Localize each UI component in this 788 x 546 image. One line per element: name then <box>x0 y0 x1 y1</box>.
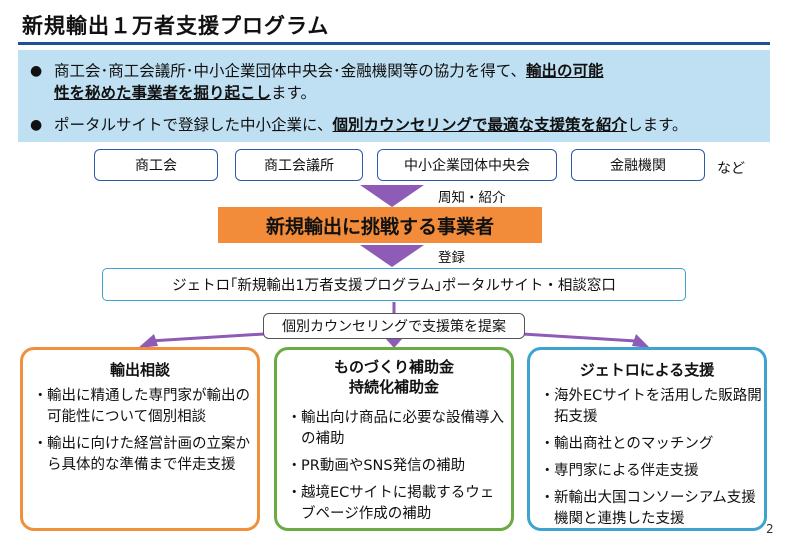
panel-subsidies: ものづくり補助金 持続化補助金 ・輸出向け商品に必要な設備導入の補助 ・PR動画… <box>274 347 514 531</box>
panel-subtitle: 持続化補助金 <box>348 378 439 396</box>
list-bullet-icon: ・ <box>287 410 302 426</box>
list-bullet-icon: ・ <box>33 388 48 404</box>
summary-line1d: ます。 <box>271 84 316 102</box>
panel-jetro-support: ジェトロによる支援 ・海外ECサイトを活用した販路開拓支援 ・輸出商社とのマッチ… <box>527 347 767 531</box>
list-item: ・輸出に精通した専門家が輸出の可能性について個別相談 <box>33 386 251 428</box>
arrow-label-register: 登録 <box>438 250 465 266</box>
arrow-down-icon <box>360 245 424 267</box>
summary-text-1: 商工会･商工会議所･中小企業団体中央会･金融機関等の協力を得て、輸出の可能 性を… <box>54 60 604 104</box>
summary-line2b: 個別カウンセリングで最適な支援策を紹介 <box>332 116 628 134</box>
list-item: ・越境ECサイトに掲載するウェブページ作成の補助 <box>287 483 507 525</box>
org-box-chamber: 商工会議所 <box>235 149 363 181</box>
list-bullet-icon: ・ <box>540 463 555 479</box>
list-bullet-icon: ・ <box>540 388 555 404</box>
list-item-text: 専門家による伴走支援 <box>554 463 699 479</box>
panel-list: ・海外ECサイトを活用した販路開拓支援 ・輸出商社とのマッチング ・専門家による… <box>540 386 762 536</box>
page-number: 2 <box>766 522 774 536</box>
panel-title: ジェトロによる支援 <box>579 361 715 379</box>
bullet-icon: ● <box>30 63 43 79</box>
list-item: ・輸出向け商品に必要な設備導入の補助 <box>287 408 507 450</box>
list-bullet-icon: ・ <box>540 436 555 452</box>
summary-line2a: ポータルサイトで登録した中小企業に、 <box>54 116 333 134</box>
title-divider <box>18 42 770 45</box>
list-item-text: 新輸出大国コンソーシアム支援機関と連携した支援 <box>554 490 756 527</box>
list-item-text: 輸出商社とのマッチング <box>554 436 714 452</box>
panel-list: ・輸出向け商品に必要な設備導入の補助 ・PR動画やSNS発信の補助 ・越境ECサ… <box>287 408 507 531</box>
list-item: ・新輸出大国コンソーシアム支援機関と連携した支援 <box>540 488 762 530</box>
list-item-text: 海外ECサイトを活用した販路開拓支援 <box>554 388 762 425</box>
bullet-icon: ● <box>30 117 43 133</box>
arrow-down-icon <box>360 185 424 207</box>
list-item: ・海外ECサイトを活用した販路開拓支援 <box>540 386 762 428</box>
arrowhead-right-icon <box>632 334 650 348</box>
portal-box: ジェトロ｢新規輸出1万者支援プログラム｣ポータルサイト・相談窓口 <box>102 268 686 301</box>
arrow-label-notify: 周知・紹介 <box>438 190 506 206</box>
summary-line2c: します。 <box>627 116 688 134</box>
arrowhead-left-icon <box>138 334 158 348</box>
org-box-financial: 金融機関 <box>571 149 705 181</box>
list-item-text: PR動画やSNS発信の補助 <box>301 458 466 474</box>
list-bullet-icon: ・ <box>287 458 302 474</box>
summary-box: ● 商工会･商工会議所･中小企業団体中央会･金融機関等の協力を得て、輸出の可能 … <box>18 50 770 142</box>
panel-export-consultation: 輸出相談 ・輸出に精通した専門家が輸出の可能性について個別相談 ・輸出に向けた経… <box>20 347 260 531</box>
list-item: ・輸出商社とのマッチング <box>540 434 762 455</box>
panel-title: 輸出相談 <box>109 361 170 379</box>
page-title: 新規輸出１万者支援プログラム <box>22 14 330 38</box>
list-item-text: 輸出に精通した専門家が輸出の可能性について個別相談 <box>47 388 250 425</box>
list-item: ・輸出に向けた経営計画の立案から具体的な準備まで伴走支援 <box>33 434 251 476</box>
summary-text-2: ポータルサイトで登録した中小企業に、個別カウンセリングで最適な支援策を紹介します… <box>54 114 688 136</box>
arrowhead-center-icon <box>386 339 402 348</box>
counseling-box: 個別カウンセリングで支援策を提案 <box>263 313 525 339</box>
summary-line1c: 性を秘めた事業者を掘り起こし <box>54 84 272 102</box>
summary-line1a: 商工会･商工会議所･中小企業団体中央会･金融機関等の協力を得て、 <box>54 62 526 80</box>
panel-list: ・輸出に精通した専門家が輸出の可能性について個別相談 ・輸出に向けた経営計画の立… <box>33 386 251 482</box>
org-suffix: など <box>717 161 745 177</box>
list-item-text: 輸出に向けた経営計画の立案から具体的な準備まで伴走支援 <box>47 436 250 473</box>
challenger-box: 新規輸出に挑戦する事業者 <box>218 207 542 243</box>
summary-line1b: 輸出の可能 <box>525 62 604 80</box>
org-box-shokokai: 商工会 <box>94 149 218 181</box>
list-bullet-icon: ・ <box>287 485 302 501</box>
list-item-text: 輸出向け商品に必要な設備導入の補助 <box>301 410 504 447</box>
list-item: ・PR動画やSNS発信の補助 <box>287 456 507 477</box>
list-bullet-icon: ・ <box>33 436 48 452</box>
list-item-text: 越境ECサイトに掲載するウェブページ作成の補助 <box>301 485 495 522</box>
panel-title: ものづくり補助金 <box>333 358 454 376</box>
org-box-federation: 中小企業団体中央会 <box>377 149 557 181</box>
list-bullet-icon: ・ <box>540 490 555 506</box>
list-item: ・専門家による伴走支援 <box>540 461 762 482</box>
